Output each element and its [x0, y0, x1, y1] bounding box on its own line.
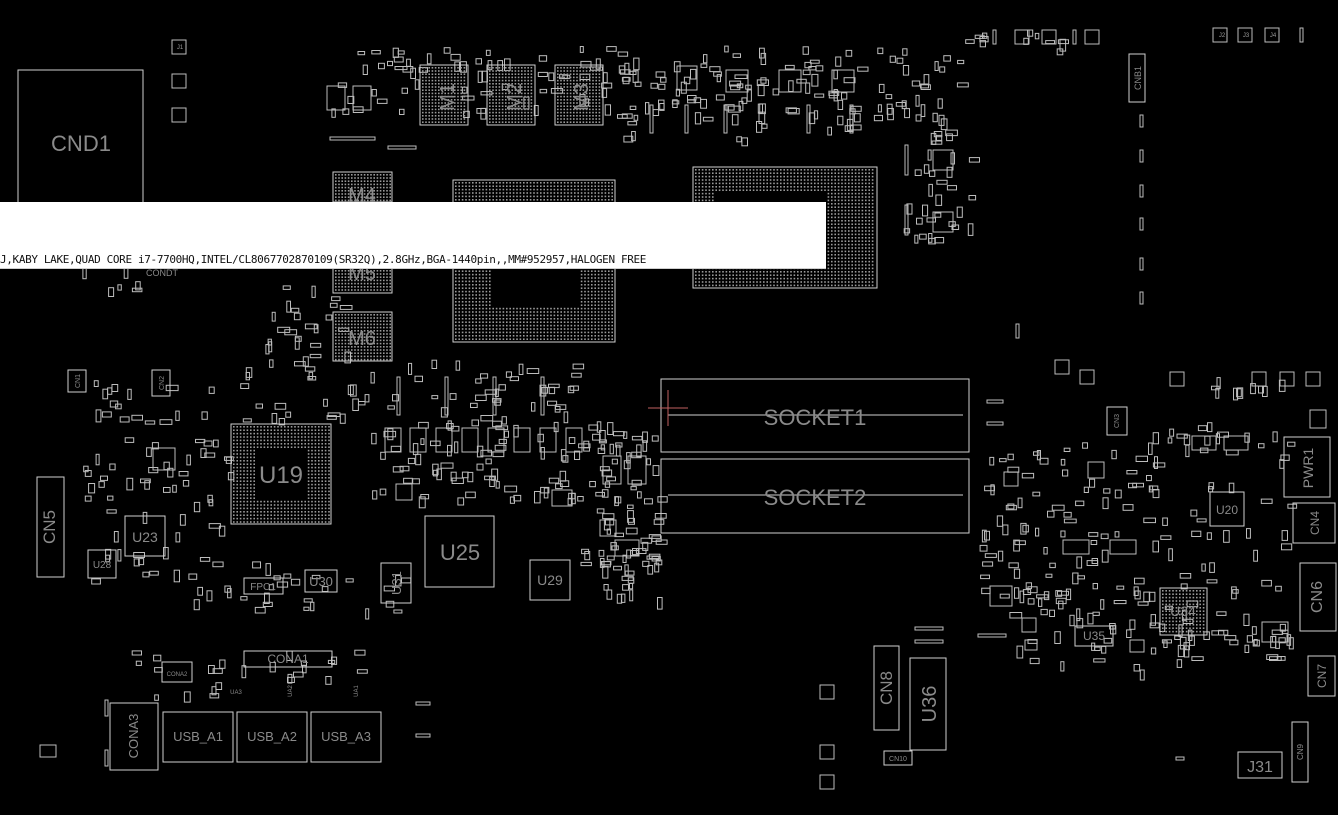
u28-label: U28: [93, 560, 112, 571]
m3-label: M3: [571, 83, 593, 111]
cn10-label: CN10: [889, 756, 907, 763]
ua2-label: UA2: [288, 685, 294, 697]
m3-outline: [554, 64, 604, 126]
u29-label: U29: [537, 572, 563, 588]
m1-label: M1: [437, 83, 459, 111]
cn5-outline: [36, 476, 65, 578]
pwr1-label: PWR1: [1300, 448, 1316, 489]
cona2-label: CONA2: [167, 672, 188, 678]
usb-a1-outline: [162, 711, 234, 763]
socket1-outline: [660, 378, 970, 453]
j31-label: J31: [1247, 759, 1273, 776]
m1-outline: [419, 64, 469, 126]
ua1-label: UA1: [354, 685, 360, 697]
m4-label: M4: [348, 185, 376, 207]
cn1-outline: [67, 369, 87, 393]
cn4-outline: [1292, 502, 1336, 544]
u29-outline: [529, 559, 571, 601]
cn5-label: CN5: [40, 510, 59, 544]
cn6-outline: [1299, 562, 1337, 632]
u23-label: U23: [132, 529, 158, 545]
j2-label: J2: [1219, 33, 1226, 39]
cn6-label: CN6: [1309, 581, 1326, 613]
cn8-label: CN8: [877, 671, 896, 705]
u20-outline: [1209, 491, 1245, 527]
usb-a2-outline: [236, 711, 308, 763]
cona2-outline: [161, 661, 193, 683]
socket1-label: SOCKET1: [764, 405, 867, 430]
cnb1-label: CNB1: [1133, 66, 1143, 90]
pwr1-outline: [1283, 436, 1331, 498]
u34-outline: [1159, 587, 1208, 636]
m6-outline: [332, 311, 393, 362]
cn3-label: CN3: [1114, 414, 1121, 428]
j1-label: J1: [177, 45, 184, 51]
usb-a1-label: USB_A1: [173, 729, 223, 744]
u23-outline: [124, 515, 166, 557]
cona1-outline: [243, 650, 333, 668]
socket2-label: SOCKET2: [764, 485, 867, 510]
fpc1-label: FPC1: [250, 582, 276, 593]
cnb1-outline: [1128, 53, 1146, 103]
small-component-layer: [39, 27, 1327, 790]
u20-label: U20: [1216, 503, 1238, 517]
component-info-tooltip: J,KABY LAKE,QUAD CORE i7-7700HQ,INTEL/CL…: [0, 202, 826, 269]
cn3-outline: [1106, 406, 1128, 436]
cn2-label: CN2: [159, 376, 166, 390]
usb-a3-outline: [310, 711, 382, 763]
cn9-outline: [1291, 721, 1309, 783]
u34-label: U34: [1170, 603, 1196, 619]
cnd1-label: CND1: [51, 131, 111, 156]
usb-a2-label: USB_A2: [247, 729, 297, 744]
cona3-outline: [109, 702, 159, 771]
cn4-label: CN4: [1308, 511, 1322, 535]
ua3-label: UA3: [230, 690, 242, 696]
u25-outline: [424, 515, 495, 588]
fpc1-outline: [243, 577, 284, 595]
cona3-label: CONA3: [126, 714, 141, 759]
u31-outline: [380, 562, 412, 604]
tooltip-text: J,KABY LAKE,QUAD CORE i7-7700HQ,INTEL/CL…: [0, 253, 647, 266]
socket2-outline: [660, 458, 970, 534]
cn1-label: CN1: [75, 374, 82, 388]
m6-label: M6: [348, 328, 376, 350]
u25-label: U25: [440, 540, 480, 565]
cn2-outline: [151, 369, 171, 397]
m2-outline: [486, 64, 536, 126]
j31-outline: [1237, 751, 1283, 779]
u19-label: U19: [259, 462, 303, 489]
u31-label: U31: [389, 571, 404, 595]
j4-label: J4: [1270, 33, 1277, 39]
cond1-label: CONDT: [146, 268, 178, 278]
u30-label: U30: [309, 574, 333, 589]
u35-label: U35: [1083, 629, 1105, 643]
u35-outline: [1074, 625, 1114, 647]
bga-pad-grids: [233, 67, 1205, 633]
u28-outline: [87, 549, 117, 579]
u36-outline: [909, 657, 947, 751]
j3-label: J3: [1243, 33, 1250, 39]
cn8-outline: [873, 645, 900, 731]
cn7-label: CN7: [1315, 664, 1329, 688]
u36-label: U36: [919, 686, 941, 723]
cn10-outline: [883, 750, 913, 766]
u30-outline: [304, 569, 338, 593]
cona1-label: CONA1: [267, 652, 309, 666]
cn7-outline: [1307, 655, 1336, 697]
cn9-label: CN9: [1296, 743, 1305, 760]
usb-a3-label: USB_A3: [321, 729, 371, 744]
u19-outline: [230, 423, 332, 525]
m2-label: M2: [504, 83, 526, 111]
component-labels: CND1 M1 M2 M3 M4 M5 M6 CONDT SOCKET1 SOC…: [40, 33, 1329, 776]
major-components: [17, 53, 1337, 783]
